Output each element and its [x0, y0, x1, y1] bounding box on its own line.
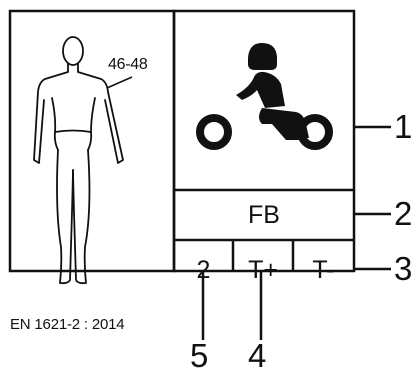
- t-minus-value: T-: [312, 256, 335, 284]
- marking-box: [172, 9, 356, 273]
- callout-1: 1: [394, 108, 413, 145]
- callout-5: 5: [190, 337, 209, 374]
- human-body-outline-icon: [33, 36, 124, 285]
- callout-3: 3: [394, 250, 413, 287]
- standard-reference: EN 1621-2 : 2014: [10, 316, 125, 333]
- callout-2: 2: [394, 195, 413, 232]
- motorcyclist-icon: [196, 43, 333, 150]
- protector-code: FB: [248, 201, 280, 229]
- size-pointer-line: [106, 76, 133, 89]
- level-value: 2: [196, 256, 211, 284]
- t-plus-value: T+: [248, 256, 278, 284]
- size-range-label: 46-48: [108, 56, 148, 73]
- callout-4: 4: [248, 337, 267, 374]
